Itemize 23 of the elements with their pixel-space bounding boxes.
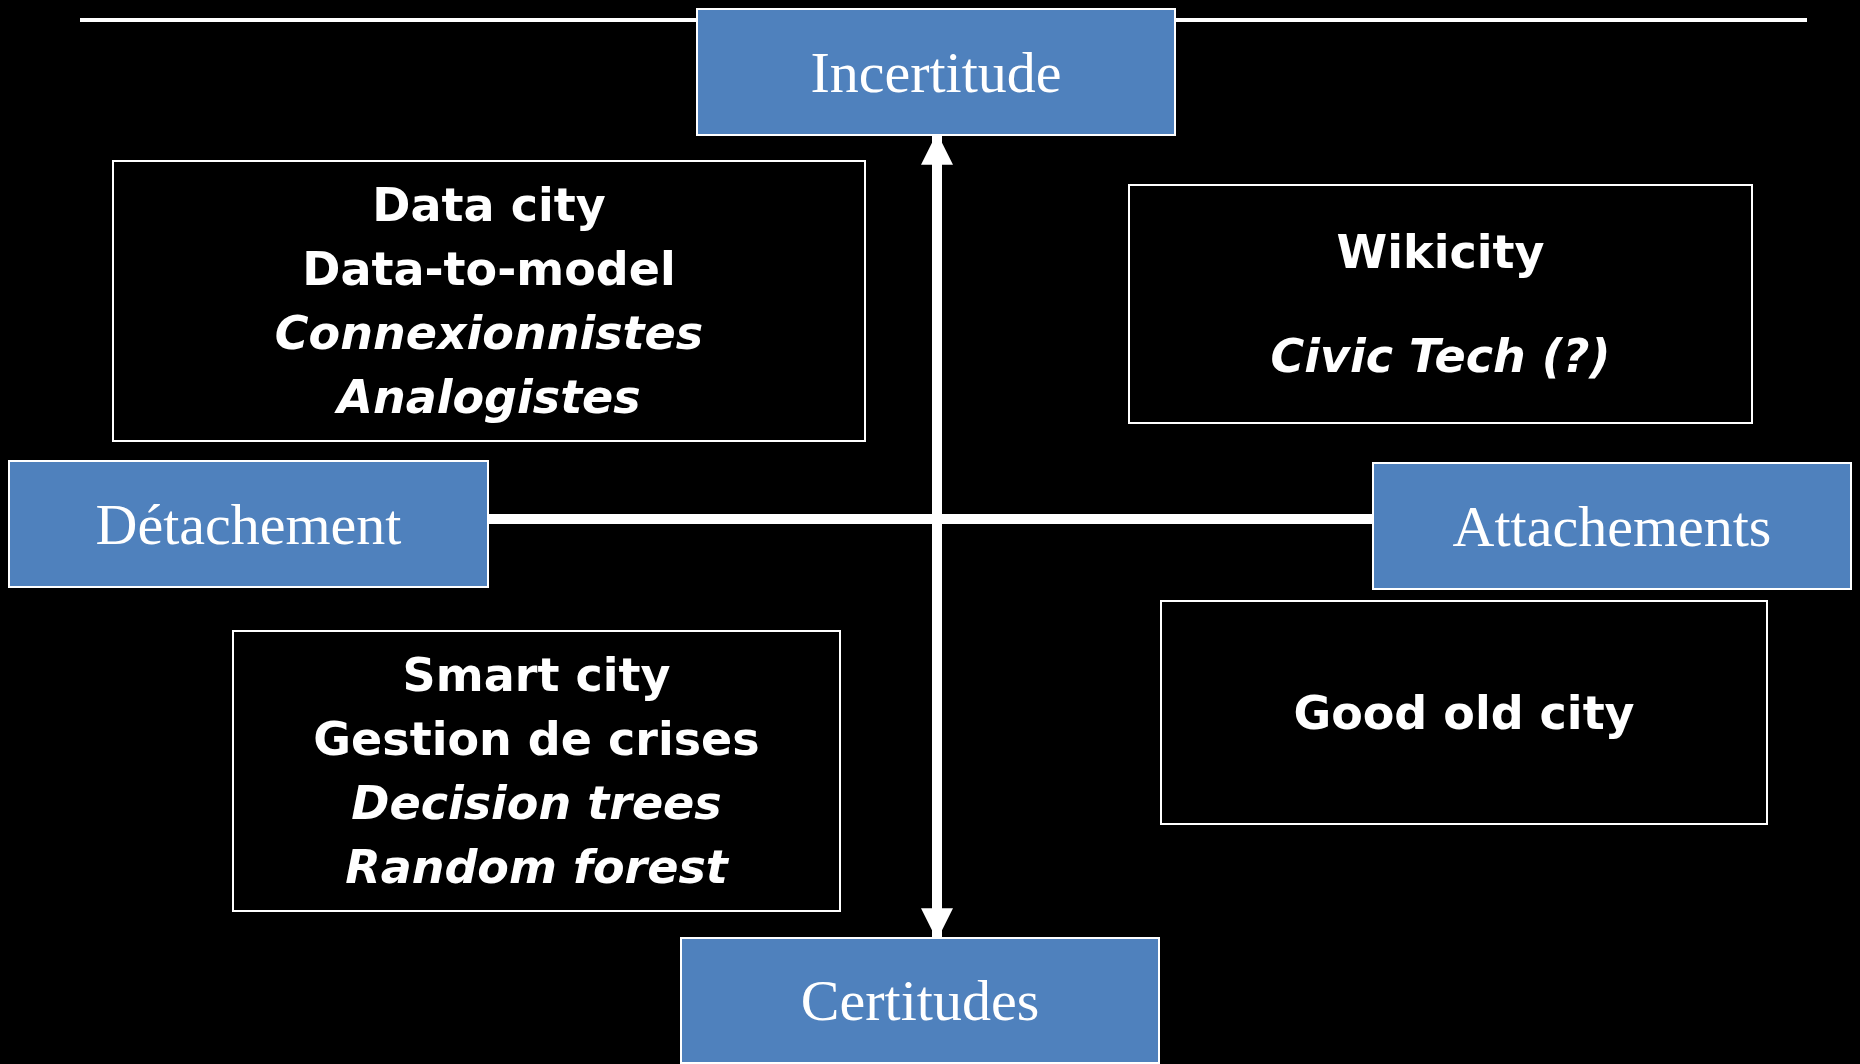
quadrant-text: Data-to-model <box>302 241 676 298</box>
quadrant-text: Wikicity <box>1336 224 1545 281</box>
quadrant-box <box>112 160 866 442</box>
quadrant-text: Smart city <box>402 647 671 704</box>
axis-label: Détachement <box>95 490 402 558</box>
quadrant-box <box>232 630 841 912</box>
quadrant-text: Good old city <box>1293 684 1635 742</box>
quadrant-box <box>1128 184 1753 424</box>
axis-label: Certitudes <box>800 967 1040 1034</box>
axis-label-box <box>8 460 489 588</box>
quadrant-text: Civic Tech (?) <box>1270 328 1611 385</box>
quadrant-text: Data city <box>372 177 606 234</box>
quadrant-text: Connexionnistes <box>274 305 704 362</box>
quadrant-text: Gestion de crises <box>313 711 760 768</box>
quadrant-box <box>1160 600 1768 825</box>
quadrant-text: Random forest <box>345 839 728 896</box>
axis-label-box <box>696 8 1176 136</box>
axis-label: Incertitude <box>810 38 1062 106</box>
axis-label: Attachements <box>1452 492 1772 560</box>
axis-label-box <box>680 937 1160 1064</box>
connector-line <box>489 514 1372 524</box>
quadrant-text: Decision trees <box>351 775 722 832</box>
axis-label-box <box>1372 462 1852 590</box>
